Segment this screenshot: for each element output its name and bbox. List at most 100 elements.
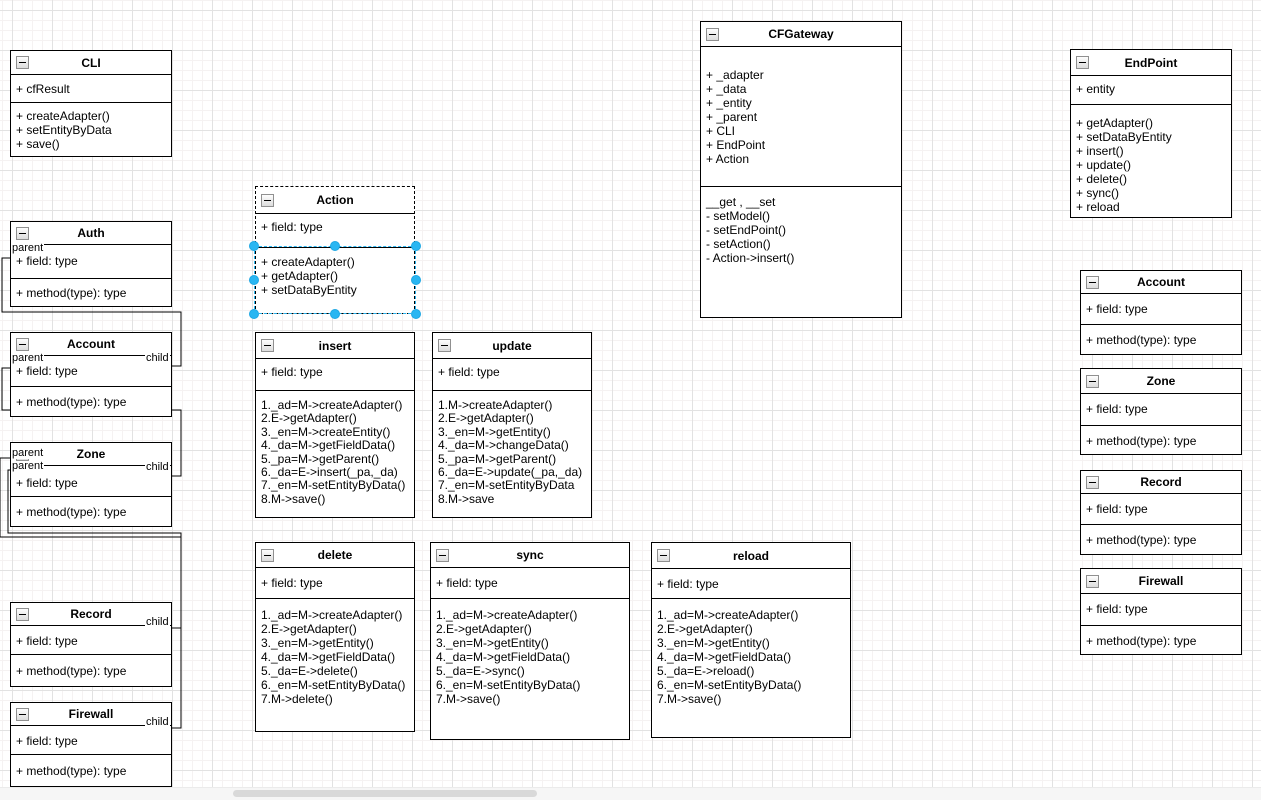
field-row[interactable]: + _adapter bbox=[706, 68, 764, 82]
field-row[interactable]: + entity bbox=[1076, 82, 1116, 96]
method-row[interactable]: 4._da=M->getFieldData() bbox=[261, 650, 396, 664]
method-row[interactable]: 1._ad=M->createAdapter() bbox=[261, 608, 403, 622]
collapse-minus-icon[interactable] bbox=[1076, 56, 1089, 69]
edge-label[interactable]: parent bbox=[11, 242, 45, 254]
method-row[interactable]: 3._en=M->getEntity() bbox=[436, 636, 549, 650]
method-row[interactable]: 2.E->getAdapter() bbox=[436, 622, 532, 636]
field-row[interactable]: + cfResult bbox=[16, 82, 70, 96]
method-row[interactable]: __get , __set bbox=[706, 195, 776, 209]
method-row[interactable]: 3._en=M->getEntity() bbox=[438, 424, 551, 439]
method-row[interactable]: 1.M->createAdapter() bbox=[438, 398, 553, 412]
field-row[interactable]: + CLI bbox=[706, 124, 736, 138]
method-row[interactable]: - setModel() bbox=[706, 209, 771, 223]
field-row[interactable]: + field: type bbox=[1086, 602, 1148, 616]
edge-label[interactable]: parent bbox=[11, 447, 45, 459]
method-row[interactable]: 5._da=E->reload() bbox=[657, 664, 755, 678]
fields-compartment[interactable]: + entity bbox=[1071, 75, 1231, 104]
class-firewall-left[interactable]: Firewall+ field: type+ method(type): typ… bbox=[10, 702, 172, 787]
method-row[interactable]: 2.E->getAdapter() bbox=[657, 622, 753, 636]
collapse-minus-icon[interactable] bbox=[1086, 475, 1099, 489]
method-row[interactable]: + sync() bbox=[1076, 186, 1120, 200]
field-row[interactable]: + field: type bbox=[16, 254, 78, 268]
fields-compartment[interactable]: + field: type bbox=[1081, 493, 1241, 524]
collapse-minus-icon[interactable] bbox=[1086, 374, 1099, 388]
method-row[interactable]: 1._ad=M->createAdapter() bbox=[657, 608, 799, 622]
collapse-minus-icon[interactable] bbox=[16, 707, 29, 721]
method-row[interactable]: 8.M->save() bbox=[261, 491, 326, 506]
methods-compartment[interactable]: + method(type): type bbox=[1081, 625, 1241, 654]
selection-handle[interactable] bbox=[249, 241, 259, 251]
fields-compartment[interactable]: + field: type bbox=[256, 567, 414, 598]
field-row[interactable]: + field: type bbox=[436, 576, 498, 590]
selection-handle[interactable] bbox=[411, 309, 421, 319]
fields-compartment[interactable]: + field: type bbox=[433, 358, 591, 390]
collapse-minus-icon[interactable] bbox=[16, 337, 29, 351]
method-row[interactable]: 4._da=M->getFieldData() bbox=[657, 650, 792, 664]
method-row[interactable]: + setDataByEntity bbox=[261, 283, 357, 297]
selection-handle[interactable] bbox=[330, 309, 340, 319]
collapse-minus-icon[interactable] bbox=[261, 193, 274, 207]
methods-compartment[interactable]: 1.M->createAdapter()2.E->getAdapter()3._… bbox=[433, 390, 591, 517]
method-row[interactable]: 5._pa=M->getParent() bbox=[261, 451, 380, 466]
method-row[interactable]: 4._da=M->getFieldData() bbox=[261, 438, 396, 453]
field-row[interactable]: + field: type bbox=[438, 365, 500, 379]
method-row[interactable]: + method(type): type bbox=[1086, 333, 1197, 347]
edge-account-left-to-auth[interactable] bbox=[1, 257, 182, 367]
methods-compartment[interactable]: 1._ad=M->createAdapter()2.E->getAdapter(… bbox=[256, 598, 414, 731]
edge-firewall-left-to-zone-left[interactable] bbox=[0, 457, 182, 729]
fields-compartment[interactable]: + field: type bbox=[11, 465, 171, 496]
methods-compartment[interactable]: + method(type): type bbox=[1081, 324, 1241, 354]
fields-compartment[interactable]: + cfResult bbox=[11, 74, 171, 102]
class-firewall-right[interactable]: Firewall+ field: type+ method(type): typ… bbox=[1080, 568, 1242, 655]
method-row[interactable]: + method(type): type bbox=[1086, 634, 1197, 648]
collapse-minus-icon[interactable] bbox=[261, 339, 274, 352]
methods-compartment[interactable]: + method(type): type bbox=[1081, 425, 1241, 454]
edge-label[interactable]: parent bbox=[11, 460, 45, 472]
collapse-minus-icon[interactable] bbox=[261, 548, 274, 562]
method-row[interactable]: 1._ad=M->createAdapter() bbox=[436, 608, 578, 622]
field-row[interactable]: + _parent bbox=[706, 110, 758, 124]
field-row[interactable]: + field: type bbox=[16, 364, 78, 378]
fields-compartment[interactable]: + field: type bbox=[11, 725, 171, 754]
fields-compartment[interactable]: + field: type bbox=[11, 244, 171, 278]
class-zone-right[interactable]: Zone+ field: type+ method(type): type bbox=[1080, 368, 1242, 455]
method-row[interactable]: 6._en=M-setEntityByData() bbox=[436, 678, 581, 692]
fields-compartment[interactable]: + field: type bbox=[11, 355, 171, 386]
field-row[interactable]: + field: type bbox=[261, 220, 323, 234]
methods-compartment[interactable]: 1._ad=M->createAdapter()2.E->getAdapter(… bbox=[652, 598, 850, 737]
field-row[interactable]: + _entity bbox=[706, 96, 752, 110]
scrollbar-thumb[interactable] bbox=[233, 790, 537, 797]
edge-label[interactable]: child bbox=[145, 716, 170, 728]
collapse-minus-icon[interactable] bbox=[16, 607, 29, 621]
method-row[interactable]: + getAdapter() bbox=[261, 269, 339, 283]
method-row[interactable]: + delete() bbox=[1076, 172, 1128, 186]
methods-compartment[interactable]: + method(type): type bbox=[11, 754, 171, 786]
edge-label[interactable]: parent bbox=[11, 352, 45, 364]
edge-label[interactable]: child bbox=[145, 616, 170, 628]
fields-compartment[interactable]: + field: type bbox=[652, 568, 850, 598]
class-account-right[interactable]: Account+ field: type+ method(type): type bbox=[1080, 270, 1242, 355]
class-record-right[interactable]: Record+ field: type+ method(type): type bbox=[1080, 470, 1242, 555]
method-row[interactable]: 5._da=E->delete() bbox=[261, 664, 358, 678]
field-row[interactable]: + EndPoint bbox=[706, 138, 766, 152]
field-row[interactable]: + field: type bbox=[16, 734, 78, 748]
field-row[interactable]: + field: type bbox=[657, 577, 719, 591]
method-row[interactable]: 7.M->delete() bbox=[261, 692, 333, 706]
collapse-minus-icon[interactable] bbox=[16, 56, 29, 69]
method-row[interactable]: 5._pa=M->getParent() bbox=[438, 451, 557, 466]
methods-compartment[interactable]: + createAdapter()+ getAdapter()+ setData… bbox=[256, 247, 414, 313]
edge-label[interactable]: child bbox=[145, 352, 170, 364]
edge-label[interactable]: child bbox=[145, 461, 170, 473]
method-row[interactable]: + method(type): type bbox=[1086, 533, 1197, 547]
method-row[interactable]: 7._en=M-setEntityByData() bbox=[261, 478, 406, 493]
class-account-left[interactable]: Account+ field: type+ method(type): type bbox=[10, 332, 172, 417]
method-row[interactable]: 4._da=M->getFieldData() bbox=[436, 650, 571, 664]
class-cli[interactable]: CLI+ cfResult+ createAdapter()+ setEntit… bbox=[10, 50, 172, 157]
methods-compartment[interactable]: + method(type): type bbox=[11, 496, 171, 526]
horizontal-scrollbar[interactable] bbox=[0, 787, 1261, 800]
methods-compartment[interactable]: + getAdapter()+ setDataByEntity+ insert(… bbox=[1071, 104, 1231, 217]
method-row[interactable]: 6._en=M-setEntityByData() bbox=[261, 678, 406, 692]
